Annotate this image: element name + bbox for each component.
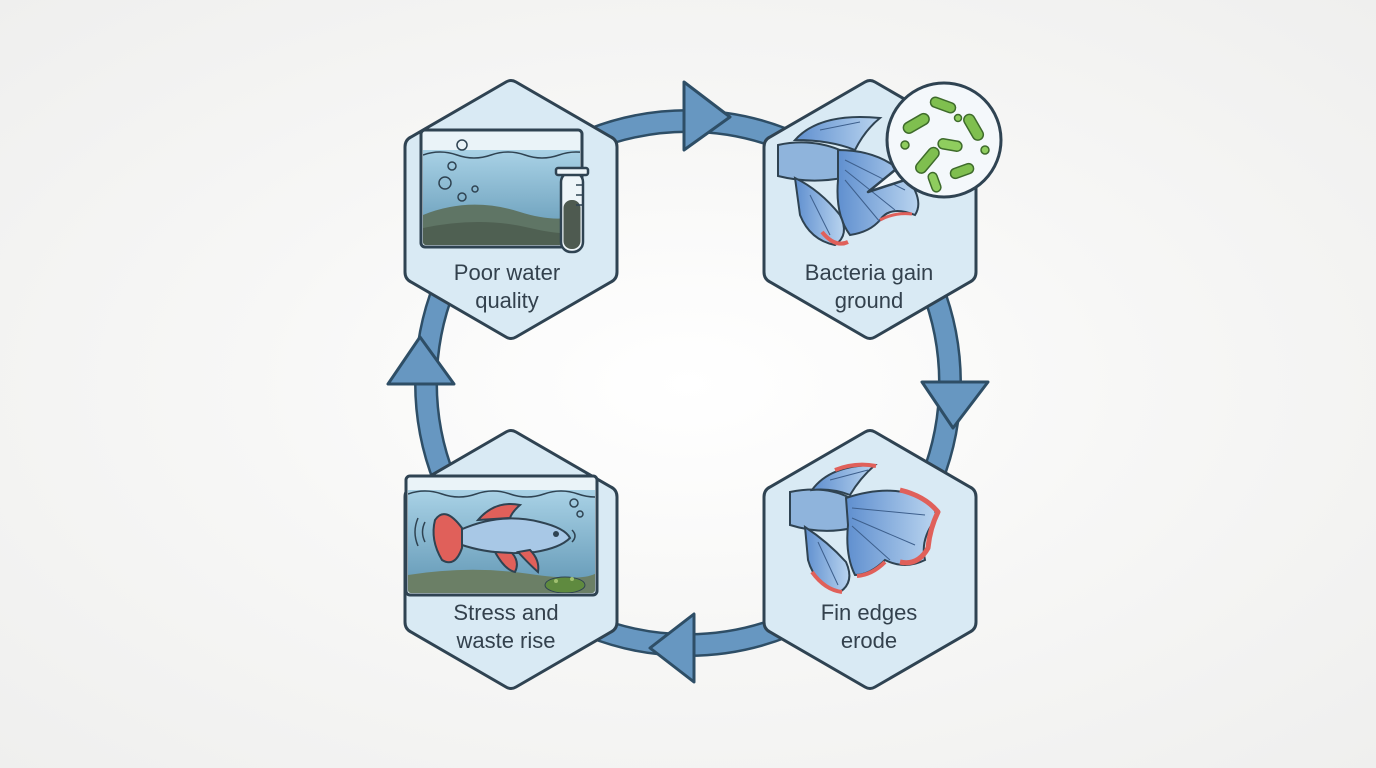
step-bacteria: Bacteria gain ground bbox=[762, 79, 1003, 340]
stressed-fish-icon bbox=[404, 474, 599, 597]
arrow-up-icon bbox=[386, 335, 456, 386]
step-label-line2: waste rise bbox=[455, 628, 555, 653]
step-poor-water: Poor water quality bbox=[403, 79, 619, 340]
step-label-line1: Stress and bbox=[453, 600, 558, 625]
step-label-line2: ground bbox=[835, 288, 904, 313]
bacteria-fin-icon bbox=[777, 81, 1003, 247]
step-label-line1: Poor water bbox=[454, 260, 560, 285]
step-label-line1: Fin edges bbox=[821, 600, 918, 625]
step-label-line2: erode bbox=[841, 628, 897, 653]
aquarium-test-tube-icon bbox=[419, 128, 590, 254]
step-label-line2: quality bbox=[475, 288, 539, 313]
step-label-line1: Bacteria gain bbox=[805, 260, 933, 285]
step-stress: Stress and waste rise bbox=[403, 429, 619, 690]
arrow-right-icon bbox=[682, 80, 732, 152]
arrow-left-icon bbox=[648, 612, 696, 684]
eroded-fin-icon bbox=[789, 462, 941, 594]
arrow-down-icon bbox=[920, 380, 990, 430]
step-fin-edges: Fin edges erode bbox=[762, 429, 978, 690]
